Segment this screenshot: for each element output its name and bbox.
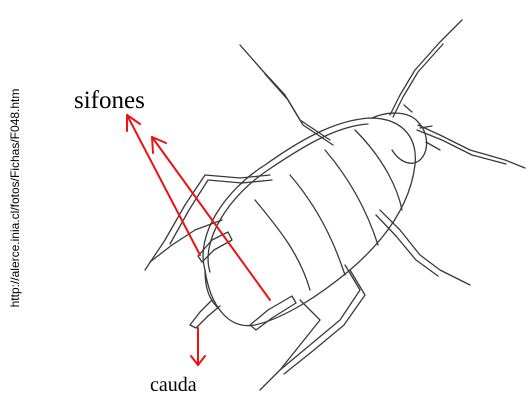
leg-mid-right bbox=[260, 265, 360, 390]
label-cauda: cauda bbox=[150, 374, 197, 397]
label-sifones: sifones bbox=[74, 84, 145, 110]
aphid-body bbox=[203, 118, 415, 326]
arrow-sifones-left bbox=[127, 115, 200, 255]
aphid-head bbox=[372, 113, 427, 163]
leg-hind-right bbox=[280, 300, 320, 370]
arrow-sifones-right bbox=[152, 137, 270, 300]
source-url: http://alerce.inia.cl/fotos/Fichas/F048.… bbox=[8, 38, 28, 358]
leg-front-left bbox=[240, 45, 330, 140]
